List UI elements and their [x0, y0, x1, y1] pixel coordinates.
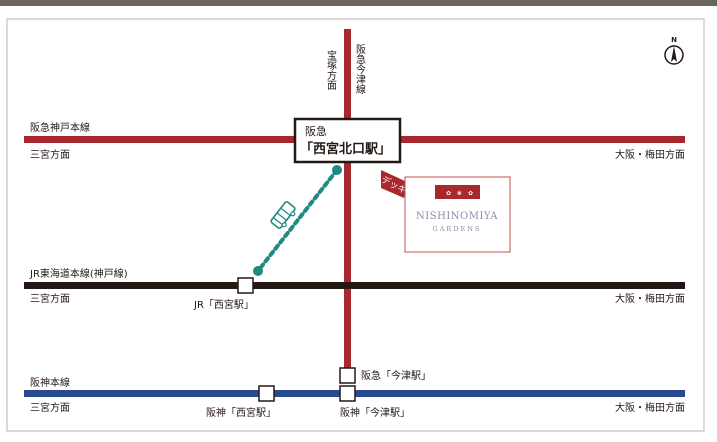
hankyu-kobe-line-name: 阪急神戸本線 [30, 121, 90, 134]
hanshin-imazu-station-marker [339, 385, 356, 402]
deck-walkway [381, 170, 407, 198]
hankyu-imazu-station-marker [339, 367, 356, 384]
jr-tokaido-line-name: JR東海道本線(神戸線) [29, 267, 128, 280]
hanshin-main-line-name: 阪神本線 [30, 376, 70, 389]
north-label: N [671, 36, 677, 44]
imazu-north-direction: 宝塚方面 [325, 49, 337, 91]
hanshin-imazu-label: 阪神「今津駅」 [340, 406, 410, 419]
gardens-logo-flourish-3: ✿ [468, 190, 473, 197]
hanshin-main-west-direction: 三宮方面 [30, 401, 70, 414]
hanshin-nishinomiya-label: 阪神「西宮駅」 [206, 406, 276, 419]
bus-route-line [256, 168, 339, 273]
hankyu-kobe-east-direction: 大阪・梅田方面 [615, 148, 685, 161]
jr-nishinomiya-label: JR「西宮駅」 [193, 298, 254, 311]
hankyu-imazu-label: 阪急「今津駅」 [361, 369, 431, 382]
north-arrow-icon [664, 45, 684, 65]
imazu-line-name: 阪急今津線 [354, 43, 366, 94]
jr-tokaido-west-direction: 三宮方面 [30, 292, 70, 305]
jr-nishinomiya-station-marker [237, 277, 254, 294]
hankyu-kobe-west-direction: 三宮方面 [30, 148, 70, 161]
hankyu-imazu-line [344, 29, 351, 369]
jr-tokaido-line [24, 282, 685, 289]
kitaguchi-operator: 阪急 [305, 124, 327, 138]
bus-route-end-dot [253, 266, 263, 276]
gardens-logo-flourish-2: ❀ [457, 190, 462, 197]
nishinomiya-kitaguchi-station-box [293, 117, 402, 164]
bus-icon [270, 201, 296, 229]
gardens-subtitle: GARDENS [433, 225, 482, 233]
hanshin-main-east-direction: 大阪・梅田方面 [615, 401, 685, 414]
map-frame [6, 18, 705, 432]
bus-route-start-dot [332, 165, 342, 175]
hanshin-nishinomiya-station-marker [258, 385, 275, 402]
gardens-name: NISHINOMIYA [416, 211, 498, 222]
gardens-logo-mark [435, 185, 480, 199]
kitaguchi-station-name: 「西宮北口駅」 [300, 141, 391, 157]
jr-tokaido-east-direction: 大阪・梅田方面 [615, 292, 685, 305]
gardens-logo-flourish-1: ✿ [446, 190, 451, 197]
top-border [0, 0, 717, 6]
